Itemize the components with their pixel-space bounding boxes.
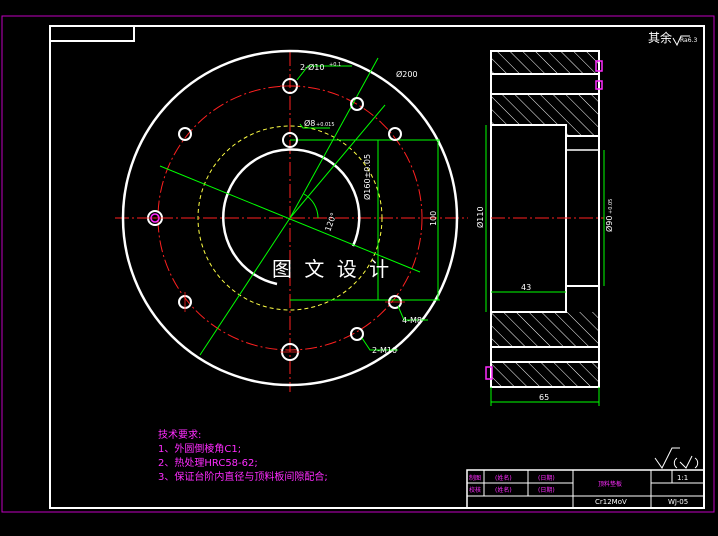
tb-row1-date: (日期) — [538, 474, 555, 482]
tb-row1-role: 制图 — [469, 474, 481, 482]
dim-leader-hole — [289, 104, 386, 219]
tb-scale: 1:1 — [677, 474, 688, 482]
tb-row2-role: 校核 — [469, 486, 481, 494]
bore-step-upper — [491, 124, 599, 137]
angle-arc — [303, 193, 319, 219]
dim-leader-160 — [159, 165, 421, 273]
surface-note-prefix: 其余 — [648, 30, 672, 45]
bore-diameter-label: Ø8 — [304, 118, 315, 128]
watermark-text: 图 文 设 计 — [272, 257, 392, 281]
bolt-hole-upper-right-2 — [388, 127, 402, 141]
hatch-upper-step — [566, 125, 599, 136]
bore-tolerance: +0.015 — [316, 122, 335, 128]
section-step-length: 43 — [521, 283, 531, 292]
outer-diameter-label: Ø200 — [396, 69, 418, 79]
bolt-hole-left-marker — [150, 213, 160, 223]
roughness-check-icon — [654, 447, 680, 469]
tb-row1-name: (姓名) — [495, 474, 512, 482]
tb-row2-date: (日期) — [538, 486, 555, 494]
tb-part-name: 顶料垫板 — [598, 480, 622, 488]
roughness-symbol-block — [654, 447, 699, 469]
hatch-bottom — [491, 362, 599, 387]
hole-crosshairs — [145, 85, 405, 353]
tb-drawing-no: WJ-05 — [668, 498, 688, 506]
hole-callout: 2-Ø10 — [300, 62, 324, 72]
front-view: 2-Ø10 +0.1 Ø200 Ø8 +0.015 Ø160±0.05 100 … — [115, 49, 468, 392]
bore-step-lower — [491, 285, 599, 313]
hatch-lower — [491, 312, 599, 347]
hatch-upper — [491, 94, 599, 125]
angle-label: 120° — [323, 211, 338, 232]
tech-requirement-3: 3、保证台阶内直径与顶料板间隙配合; — [158, 470, 328, 483]
roughness-symbol-icon — [672, 35, 690, 47]
bolt-hole-inner-top — [282, 132, 298, 148]
roughness-small-check-icon — [679, 455, 693, 469]
tech-requirements-title: 技术要求: — [158, 428, 201, 441]
leader-hole-callout — [296, 65, 352, 81]
bolt-hole-lower-right-2 — [350, 327, 364, 341]
tech-requirement-1: 1、外圆倒棱角C1; — [158, 442, 241, 455]
thread-b-label: 2-M10 — [372, 346, 397, 355]
outer-contour — [121, 49, 459, 387]
tech-requirement-2: 2、热处理HRC58-62; — [158, 456, 258, 469]
inner-bore-arc — [222, 148, 361, 286]
bolt-holes — [147, 78, 402, 361]
dim-leader-200 — [289, 57, 379, 219]
sheet-border-inner — [49, 25, 705, 509]
marker-top-right — [595, 60, 603, 72]
title-block: 制图 (姓名) (日期) 校核 (姓名) (日期) 顶料垫板 Cr12MoV 1… — [466, 469, 705, 509]
hole-tolerance: +0.1 — [329, 62, 341, 68]
section-view: Ø110 Ø90 +0.05 43 65 — [475, 50, 614, 406]
section-outline — [490, 50, 600, 388]
section-inner-tol: +0.05 — [608, 199, 614, 214]
tb-material: Cr12MoV — [595, 498, 627, 506]
section-outer-dia: Ø110 — [475, 206, 485, 228]
bolt-hole-upper-left — [178, 127, 192, 141]
section-total-length: 65 — [539, 393, 549, 402]
leader-thread-a — [397, 305, 428, 321]
dim-leader-angle — [199, 217, 291, 356]
surface-note-value: Ra6.3 — [680, 37, 697, 44]
pcd-diameter-label: Ø160±0.05 — [362, 154, 372, 200]
leader-bore-callout — [299, 123, 330, 129]
sheet-border-outer — [1, 15, 715, 513]
corner-box — [49, 25, 135, 42]
tb-row2-name: (姓名) — [495, 486, 512, 494]
surface-finish-note: 其余 Ra6.3 — [648, 30, 697, 47]
hidden-step-circle — [197, 125, 383, 311]
bolt-hole-upper-right-1 — [350, 97, 364, 111]
hatch-top — [491, 51, 599, 74]
tech-requirements: 技术要求: 1、外圆倒棱角C1; 2、热处理HRC58-62; 3、保证台阶内直… — [158, 428, 328, 483]
marker-bottom-left — [485, 366, 493, 380]
marker-mid-right — [595, 80, 603, 90]
pitch-diameter-label: 100 — [429, 211, 438, 226]
thread-a-label: 4-M8 — [402, 316, 422, 325]
section-inner-dia: Ø90 — [604, 216, 614, 232]
leader-thread-b — [361, 337, 398, 351]
